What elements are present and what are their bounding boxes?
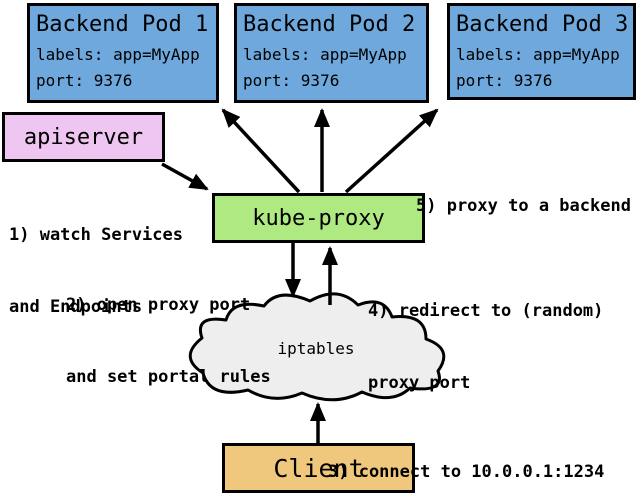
backend-pod-1-labels: labels: app=MyApp [36,45,200,64]
backend-pod-1-box: Backend Pod 1 labels: app=MyApp port: 93… [27,3,219,103]
annotation-step1: 1) watch Services and Endpoints [9,175,183,367]
backend-pod-3-title: Backend Pod 3 [456,12,629,37]
annotation-step1-line2: and Endpoints [9,297,143,317]
apiserver-box: apiserver [2,112,165,162]
backend-pod-1-port: port: 9376 [36,71,133,90]
annotation-step3: 3) connect to 10.0.0.1:1234 [328,412,604,494]
iptables-label: iptables [277,339,355,358]
backend-pod-3-labels: labels: app=MyApp [456,45,620,64]
kube-proxy-box: kube-proxy [212,193,425,243]
backend-pod-2-box: Backend Pod 2 labels: app=MyApp port: 93… [234,3,429,103]
apiserver-label: apiserver [23,124,144,150]
annotation-step5: 5) proxy to a backend [416,146,631,266]
annotation-step4-line1: 4) redirect to (random) [368,301,604,321]
annotation-step3-line1: 3) connect to 10.0.0.1:1234 [328,462,605,482]
annotation-step4: 4) redirect to (random) proxy port [368,251,603,443]
annotation-step5-line1: 5) proxy to a backend [416,196,631,216]
annotation-step1-line1: 1) watch Services [9,225,183,245]
arrow-kube-proxy-to-pod1 [221,108,301,194]
annotation-step2-line1: 2) open proxy port [66,295,251,315]
kube-proxy-label: kube-proxy [252,205,385,231]
client-label: Client [273,453,364,483]
annotation-step2-line2: and set portal rules [66,367,271,387]
backend-pod-2-title: Backend Pod 2 [243,12,416,37]
annotation-step2: 2) open proxy port and set portal rules [66,245,271,437]
backend-pod-3-port: port: 9376 [456,71,553,90]
iptables-cloud: iptables [186,292,460,405]
backend-pod-1-title: Backend Pod 1 [36,12,209,37]
cloud-shape-icon [188,292,446,402]
backend-pod-3-box: Backend Pod 3 labels: app=MyApp port: 93… [447,3,636,100]
annotation-step4-line2: proxy port [368,373,471,393]
backend-pod-2-port: port: 9376 [243,71,340,90]
backend-pod-2-labels: labels: app=MyApp [243,45,407,64]
client-box: Client [222,443,415,493]
